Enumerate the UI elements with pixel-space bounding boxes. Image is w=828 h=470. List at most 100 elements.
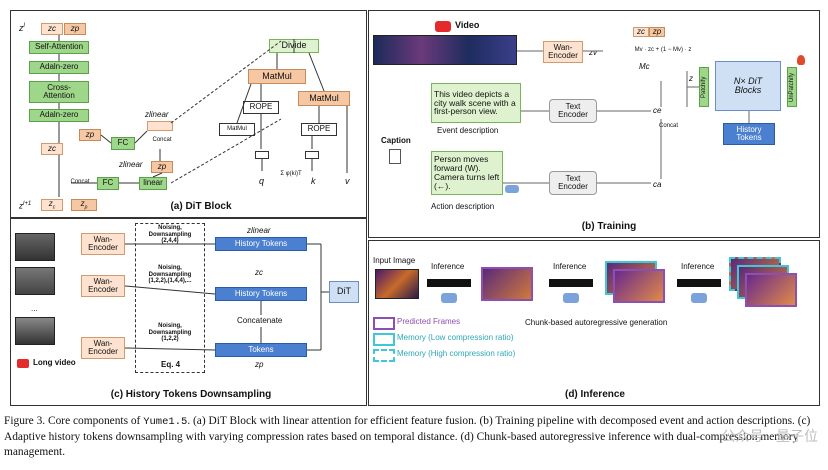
inference-label-3: Inference [681, 262, 715, 271]
panel-b-title: (b) Training [581, 221, 637, 232]
fire-icon [797, 55, 805, 65]
gamepad-icon-1 [441, 293, 457, 303]
arrow-icon-2 [549, 279, 593, 287]
ca-label: ca [653, 180, 662, 189]
gamepad-icon-3 [691, 293, 707, 303]
matmul-small-block: MatMul [219, 123, 255, 136]
predicted-chunk-1 [481, 267, 533, 301]
rope-block-3 [255, 151, 269, 159]
youtube-icon-c [17, 359, 29, 368]
history-tokens-c2: History Tokens [215, 287, 307, 301]
panel-a-title: (a) DiT Block [170, 201, 232, 212]
ce-label: ce [653, 106, 662, 115]
panel-a-arrows [58, 35, 348, 197]
mask-formula: Mv · zc + (1 − Mv) · z [634, 47, 692, 53]
long-video-frame-1 [15, 233, 55, 261]
z-output-label: zl+1 [19, 201, 32, 211]
small-rope-block [305, 151, 319, 159]
panel-b-arrows [503, 50, 750, 184]
figure-caption: Figure 3. Core components of Yume1.5. (a… [4, 414, 824, 460]
action-description-label: Action description [431, 202, 495, 211]
rope-block-2: ROPE [301, 123, 337, 136]
mc-label: Mc [639, 62, 650, 71]
zc-token-b: zc [633, 27, 649, 37]
youtube-icon [435, 21, 451, 32]
video-dots: ... [31, 304, 38, 313]
panel-training: Video Wan- Encoder zv Mv · zc + (1 − Mv)… [368, 10, 820, 238]
caption-prefix: Figure 3. Core components of [4, 415, 144, 427]
wan-encoder-c3: Wan- Encoder [81, 337, 125, 359]
legend-memory-high-label: Memory (High compression ratio) [397, 349, 516, 358]
matmul-block-2: MatMul [298, 91, 350, 106]
gamepad-icon [505, 185, 519, 193]
noising-group [135, 223, 205, 373]
event-description-label: Event description [437, 126, 499, 135]
text-encoder-b2: Text Encoder [549, 171, 597, 195]
watermark: 公众号 · 量子位 [721, 428, 818, 444]
predicted-chunk-2 [613, 269, 665, 303]
text-encoder-b1: Text Encoder [549, 99, 597, 123]
event-description-box: This video depicts a city walk scene wit… [431, 83, 521, 123]
z-input-label: zl [19, 23, 25, 33]
inference-label-2: Inference [553, 262, 587, 271]
training-video-frames [373, 35, 517, 65]
phi-sum-label: Σ φ(ki)T [280, 171, 302, 177]
wan-encoder-c2: Wan- Encoder [81, 275, 125, 297]
concat-label-b: Concat [659, 123, 679, 129]
caption-label: Caption [381, 136, 411, 145]
input-image [375, 269, 419, 299]
input-image-label: Input Image [373, 256, 416, 265]
wan-encoder-c1: Wan- Encoder [81, 233, 125, 255]
zp-label-c: zp [255, 360, 264, 369]
legend-memory-high-swatch [373, 349, 395, 362]
chunk-generation-label: Chunk-based autoregressive generation [525, 318, 668, 327]
z-linear-token [147, 121, 173, 131]
z-label-b: z [689, 74, 693, 83]
panel-c-title: (c) History Tokens Downsampling [110, 389, 272, 400]
legend-memory-low-label: Memory (Low compression ratio) [397, 333, 514, 342]
concat-label-a2: Concat [70, 179, 90, 185]
rope-block-1: ROPE [243, 101, 279, 114]
self-attention-block: Self-Attention [29, 41, 89, 54]
arrow-icon-1 [427, 279, 471, 287]
caption-model-name: Yume1.5 [143, 416, 188, 428]
k-label: k [311, 176, 316, 186]
fc-block-2: FC [97, 177, 119, 190]
tokens-c: Tokens [215, 343, 307, 357]
zv-label: zv [589, 48, 597, 57]
noise-label-1: Noising, Downsampling (2,4,4) [148, 225, 192, 245]
legend-predicted-label: Predicted Frames [397, 317, 461, 326]
z-linear-label-a: zlinear [145, 110, 169, 119]
adaln-zero-1: Adaln-zero [29, 61, 89, 74]
zc-token: zc [41, 23, 63, 35]
legend-memory-low-swatch [373, 333, 395, 346]
matmul-block-1: MatMul [248, 69, 306, 84]
zp-token-b: zp [649, 27, 665, 37]
arrow-icon-3 [677, 279, 721, 287]
video-label: Video [455, 20, 480, 30]
history-tokens-b: History Tokens [723, 123, 775, 145]
linear-block: linear [139, 177, 167, 190]
wan-encoder-b: Wan- Encoder [543, 41, 583, 63]
zp-token-mid: zp [79, 129, 101, 141]
predicted-chunk-3 [745, 273, 797, 307]
panel-c-arrows [124, 243, 329, 351]
cross-attention-block: Cross- Attention [29, 81, 89, 103]
zp-token: zp [64, 23, 86, 35]
z-linear-label-a2: zlinear [119, 160, 143, 169]
panel-history-downsampling: ... Long video Wan- Encoder Wan- Encoder… [10, 218, 367, 406]
gamepad-icon-2 [563, 293, 579, 303]
caption-body: . (a) DiT Block with linear attention fo… [4, 415, 811, 458]
inference-label-1: Inference [431, 262, 465, 271]
fc-block-1: FC [111, 137, 135, 150]
panel-inference: Input Image Inference Inference Inferenc… [368, 240, 820, 406]
long-video-label: Long video [33, 358, 76, 367]
panel-d-title: (d) Inference [564, 389, 625, 400]
long-video-frame-2 [15, 267, 55, 295]
document-icon [389, 149, 401, 164]
action-description-box: Person moves forward (W). Camera turns l… [431, 151, 503, 195]
noise-label-2: Noising, Downsampling (1,2,2),(1,4,4),..… [148, 265, 192, 285]
eq-label: Eq. 4 [161, 360, 181, 369]
zc-output-token: zc [41, 199, 63, 211]
dit-blocks: N× DiT Blocks [715, 61, 781, 111]
